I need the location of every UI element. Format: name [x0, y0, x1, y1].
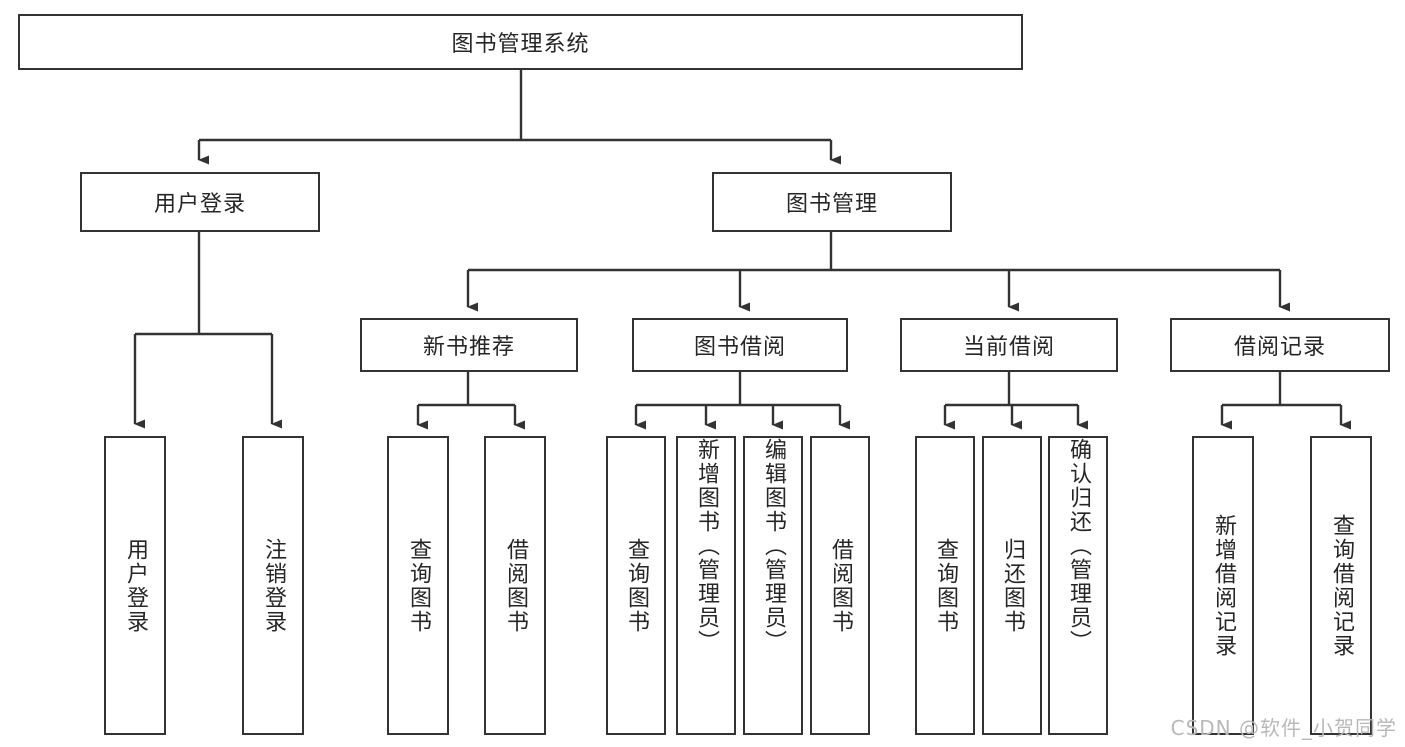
- node-label: 确认归还（管理员）: [1066, 438, 1091, 654]
- node-label: 查询借阅记录: [1329, 513, 1354, 658]
- leaf-borrow-book[interactable]: 借阅图书: [810, 436, 870, 735]
- node-label: 图书借阅: [693, 335, 786, 360]
- leaf-confirm-return-admin[interactable]: 确认归还（管理员）: [1048, 436, 1108, 735]
- node-root-library-management-system[interactable]: 图书管理系统: [18, 14, 1023, 70]
- node-label: 新增图书（管理员）: [694, 438, 719, 654]
- leaf-edit-book-admin[interactable]: 编辑图书（管理员）: [743, 436, 803, 735]
- node-user-login[interactable]: 用户登录: [80, 172, 320, 232]
- node-book-borrow[interactable]: 图书借阅: [632, 318, 848, 372]
- leaf-add-borrow-record[interactable]: 新增借阅记录: [1192, 436, 1254, 735]
- node-label: 图书管理系统: [451, 32, 590, 57]
- node-book-management[interactable]: 图书管理: [712, 172, 952, 232]
- leaf-logout-login[interactable]: 注销登录: [242, 436, 304, 735]
- node-label: 归还图书: [1000, 537, 1025, 634]
- leaf-query-book-recommend[interactable]: 查询图书: [387, 436, 449, 735]
- node-label: 用户登录: [123, 537, 148, 634]
- leaf-add-book-admin[interactable]: 新增图书（管理员）: [676, 436, 736, 735]
- node-label: 查询图书: [406, 537, 431, 634]
- node-label: 借阅图书: [503, 537, 528, 634]
- node-label: 图书管理: [785, 192, 878, 217]
- node-label: 新书推荐: [422, 335, 515, 360]
- leaf-borrow-book-recommend[interactable]: 借阅图书: [484, 436, 546, 735]
- node-label: 注销登录: [261, 537, 286, 634]
- node-label: 查询图书: [933, 537, 958, 634]
- node-borrow-record[interactable]: 借阅记录: [1170, 318, 1390, 372]
- leaf-query-book-borrow[interactable]: 查询图书: [606, 436, 666, 735]
- node-label: 查询图书: [624, 537, 649, 634]
- leaf-query-borrow-record[interactable]: 查询借阅记录: [1310, 436, 1372, 735]
- node-current-borrow[interactable]: 当前借阅: [900, 318, 1118, 372]
- node-label: 用户登录: [153, 192, 246, 217]
- node-label: 当前借阅: [962, 335, 1055, 360]
- leaf-query-book-current[interactable]: 查询图书: [915, 436, 975, 735]
- leaf-user-login[interactable]: 用户登录: [104, 436, 166, 735]
- leaf-return-book[interactable]: 归还图书: [982, 436, 1042, 735]
- node-label: 编辑图书（管理员）: [761, 438, 786, 654]
- node-label: 借阅图书: [828, 537, 853, 634]
- node-new-book-recommend[interactable]: 新书推荐: [360, 318, 578, 372]
- node-label: 借阅记录: [1233, 335, 1326, 360]
- node-label: 新增借阅记录: [1211, 513, 1236, 658]
- watermark: CSDN @软件_小贺同学: [1170, 716, 1397, 740]
